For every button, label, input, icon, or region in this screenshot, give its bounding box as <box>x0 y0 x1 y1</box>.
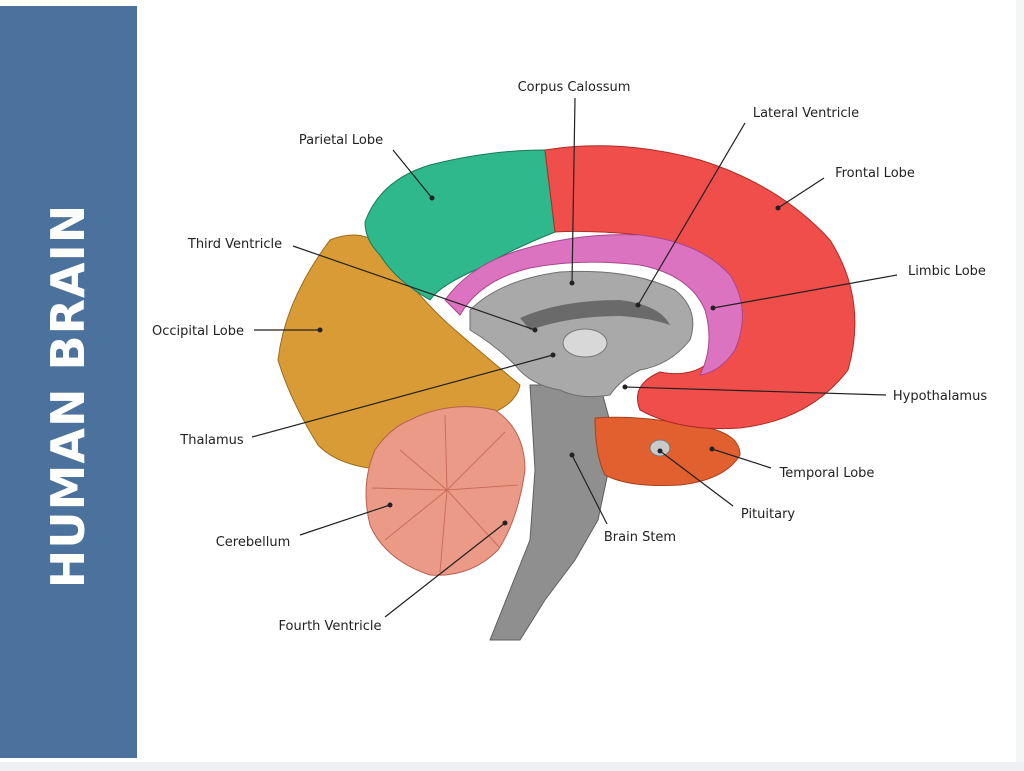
label-frontal-lobe: Frontal Lobe <box>835 166 915 181</box>
label-third-ventricle: Third Ventricle <box>187 237 282 252</box>
label-fourth-ventricle: Fourth Ventricle <box>279 619 382 634</box>
label-limbic-lobe: Limbic Lobe <box>908 264 986 279</box>
label-lateral-ventricle: Lateral Ventricle <box>753 106 859 121</box>
pituitary-gland <box>650 440 670 456</box>
label-brain-stem: Brain Stem <box>604 530 676 545</box>
brain-illustration <box>278 146 855 640</box>
label-thalamus: Thalamus <box>179 433 244 448</box>
label-pituitary: Pituitary <box>741 507 796 522</box>
label-parietal-lobe: Parietal Lobe <box>299 133 383 148</box>
thalamus-region <box>563 329 607 357</box>
label-corpus-callosum: Corpus Calossum <box>518 80 631 95</box>
label-cerebellum: Cerebellum <box>216 535 291 550</box>
label-temporal-lobe: Temporal Lobe <box>779 466 875 481</box>
label-hypothalamus: Hypothalamus <box>893 389 987 404</box>
leader-frontal-lobe <box>778 178 824 208</box>
label-occipital-lobe: Occipital Lobe <box>152 324 244 339</box>
